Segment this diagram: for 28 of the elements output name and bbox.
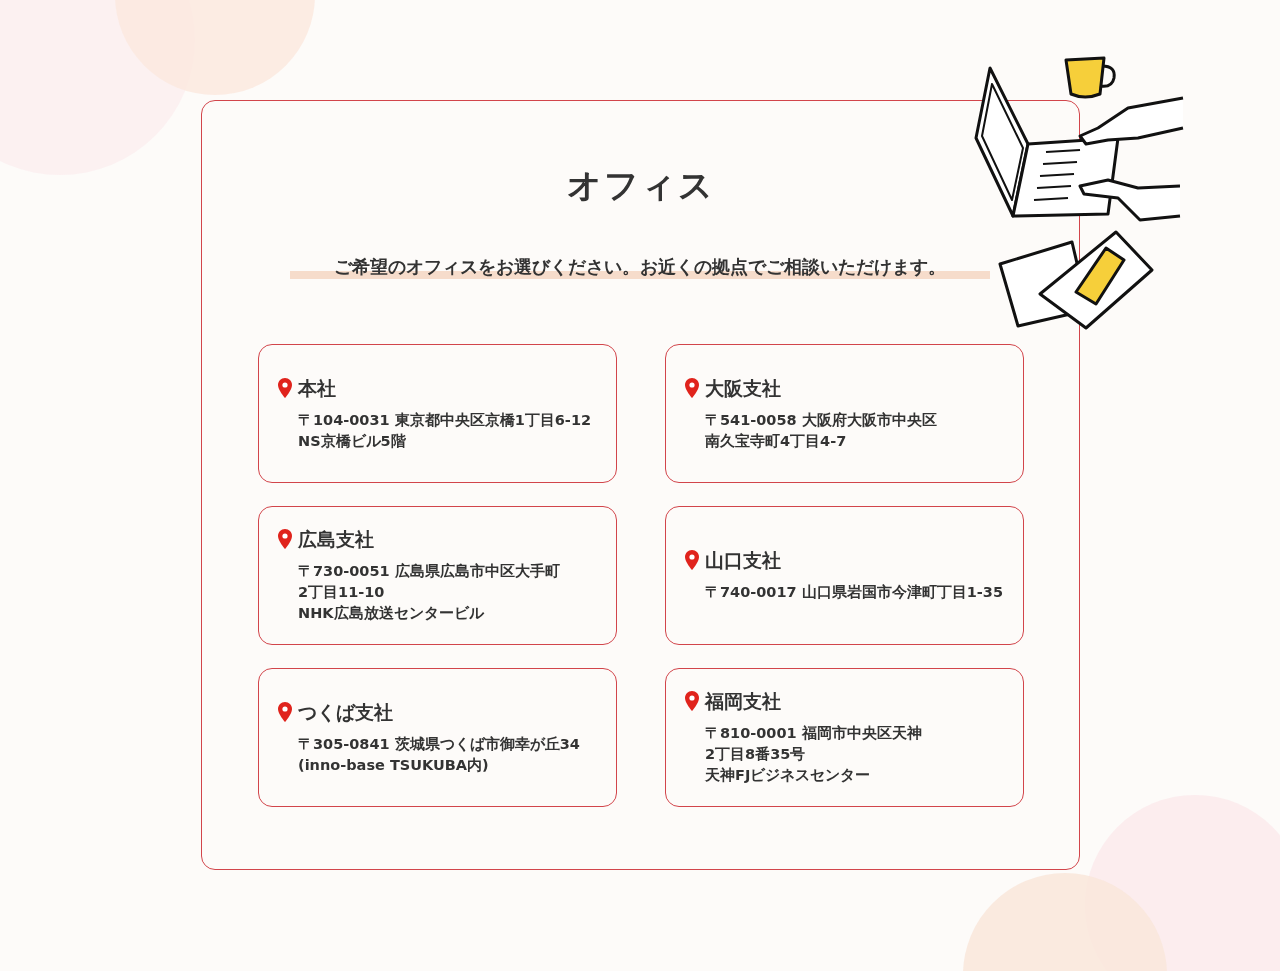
office-name-text: 広島支社 bbox=[298, 528, 374, 550]
address-text: 南久宝寺町4丁目4-7 bbox=[705, 431, 848, 451]
address-text: 〒104-0031 東京都中央区京橋1丁目6-12 bbox=[298, 410, 593, 430]
address-text: 〒810-0001 福岡市中央区天神 bbox=[705, 724, 923, 743]
address-text: NS京橋ビル5階 bbox=[298, 431, 407, 451]
address-text: 天神FJビジネスセンター bbox=[705, 766, 872, 785]
subtitle: ご希望のオフィスをお選びください。お近くの拠点でご相談いただけます。 bbox=[290, 255, 990, 281]
office-name-text: 山口支社 bbox=[705, 549, 781, 571]
office-name-text: 大阪支社 bbox=[705, 376, 781, 399]
address-text: 2丁目8番35号 bbox=[705, 745, 807, 764]
address-text: 〒541-0058 大阪府大阪市中央区 bbox=[705, 410, 938, 430]
office-name-text: 本社 bbox=[298, 376, 336, 399]
office-panel bbox=[201, 100, 1080, 870]
office-name-text: 福岡支社 bbox=[705, 690, 781, 712]
address-text: 〒730-0051 広島県広島市中区大手町 bbox=[298, 562, 561, 581]
section-heading: オフィス bbox=[565, 164, 716, 207]
office-card bbox=[258, 344, 617, 483]
office-card bbox=[665, 506, 1024, 645]
office-card bbox=[258, 506, 617, 645]
address-text: 2丁目11-10 bbox=[298, 583, 386, 602]
office-name-text: つくば支社 bbox=[298, 700, 393, 723]
address-text: 〒305-0841 茨城県つくば市御幸が丘34 bbox=[298, 734, 581, 754]
address-text: (inno-base TSUKUBA内) bbox=[298, 755, 490, 775]
address-text: 〒740-0017 山口県岩国市今津町丁目1-35 bbox=[705, 583, 1004, 602]
office-card bbox=[665, 668, 1024, 807]
office-card bbox=[258, 668, 617, 807]
office-card bbox=[665, 344, 1024, 483]
address-text: NHK広島放送センタービル bbox=[298, 604, 485, 623]
